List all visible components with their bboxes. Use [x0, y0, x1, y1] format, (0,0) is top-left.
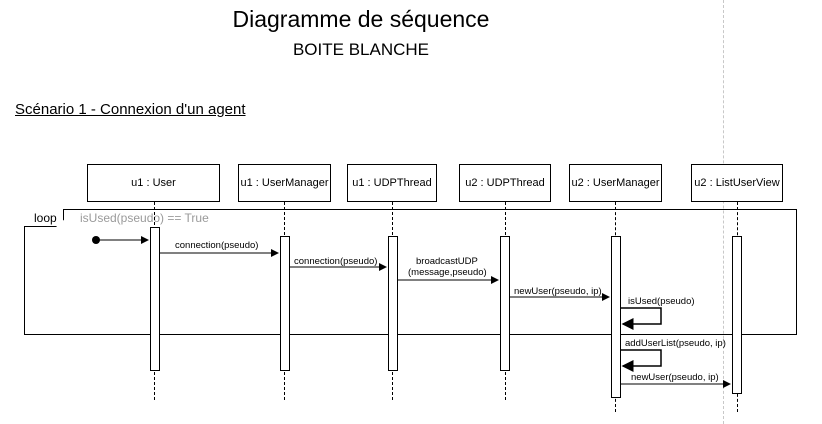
- lifeline-head-u2-listuserview: u2 : ListUserView: [691, 164, 783, 202]
- arrow-adduserlist-self: [621, 349, 662, 372]
- activation-u1-usermanager: [280, 236, 290, 371]
- activation-u1-udpthread: [388, 236, 398, 371]
- activation-u2-usermanager: [611, 236, 621, 398]
- message-connection-1: connection(pseudo): [175, 240, 259, 251]
- message-isused: isUsed(pseudo): [628, 296, 695, 307]
- loop-frame: [24, 209, 797, 335]
- message-connection-2: connection(pseudo): [294, 256, 378, 267]
- arrow-isused-self: [621, 307, 662, 330]
- activation-u2-udpthread: [500, 236, 510, 371]
- lifeline-head-u2-usermanager: u2 : UserManager: [569, 164, 662, 202]
- lifeline-head-u2-udpthread: u2 : UDPThread: [459, 164, 551, 202]
- page-boundary-guide: [723, 0, 724, 424]
- loop-tab: loop: [24, 209, 64, 227]
- diagram-subtitle: BOITE BLANCHE: [292, 40, 430, 59]
- scenario-heading: Scénario 1 - Connexion d'un agent: [15, 101, 246, 118]
- activation-u1-user: [150, 227, 160, 371]
- message-broadcastudp-line2: (message,pseudo): [408, 267, 487, 278]
- message-adduserlist: addUserList(pseudo, ip): [625, 338, 726, 349]
- lifeline-head-u1-user: u1 : User: [87, 164, 220, 202]
- message-broadcastudp-line1: broadcastUDP: [416, 256, 478, 267]
- activation-u2-listuserview: [732, 236, 742, 394]
- diagram-title: Diagramme de séquence: [232, 6, 490, 32]
- message-newuser-1: newUser(pseudo, ip): [514, 286, 602, 297]
- lifeline-head-u1-udpthread: u1 : UDPThread: [347, 164, 437, 202]
- message-newuser-2: newUser(pseudo, ip): [631, 372, 719, 383]
- loop-guard: isUsed(pseudo) == True: [80, 211, 209, 225]
- lifeline-head-u1-usermanager: u1 : UserManager: [238, 164, 331, 202]
